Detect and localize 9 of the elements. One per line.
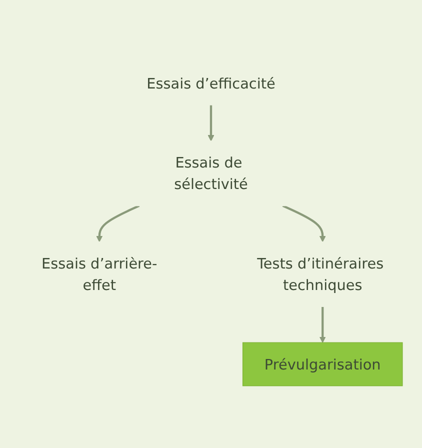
node-text: Essais d’arrière-effet bbox=[42, 254, 158, 294]
arrow bbox=[282, 205, 326, 242]
node-box: Prévulgarisation bbox=[242, 342, 403, 386]
arrow bbox=[319, 306, 326, 344]
arrow bbox=[96, 205, 140, 242]
arrow bbox=[208, 105, 214, 142]
node-text: Essais de sélectivité bbox=[174, 154, 248, 194]
node-text: Tests d’itinéraires techniques bbox=[257, 254, 384, 294]
node-text: Essais d’efficacité bbox=[146, 74, 276, 92]
